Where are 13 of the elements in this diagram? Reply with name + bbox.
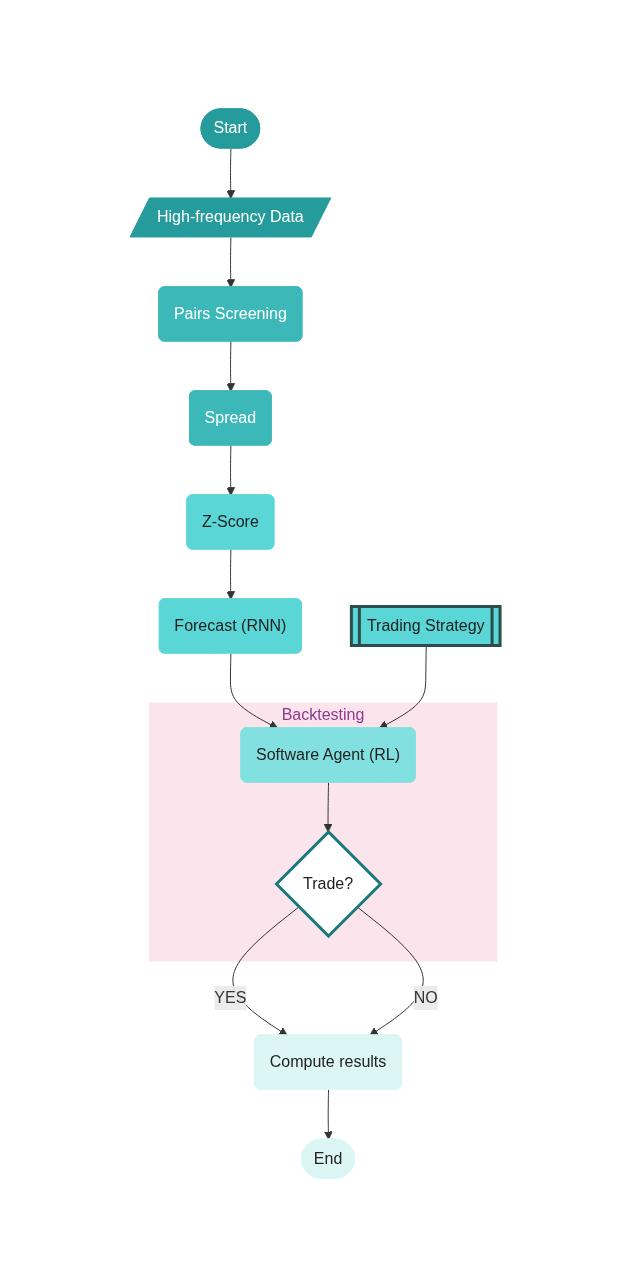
arrow xyxy=(226,236,236,288)
edge-label: NO xyxy=(413,989,438,1007)
arrow xyxy=(378,645,427,729)
arrow xyxy=(356,906,424,1036)
arrow xyxy=(226,147,236,199)
arrow xyxy=(226,548,236,600)
arrow xyxy=(226,444,236,496)
arrow xyxy=(323,1089,333,1140)
arrow xyxy=(323,781,333,833)
arrow xyxy=(226,340,236,392)
node-diamond: Trade? xyxy=(274,829,383,939)
arrow xyxy=(229,652,279,729)
edge-label: YES xyxy=(214,989,247,1007)
